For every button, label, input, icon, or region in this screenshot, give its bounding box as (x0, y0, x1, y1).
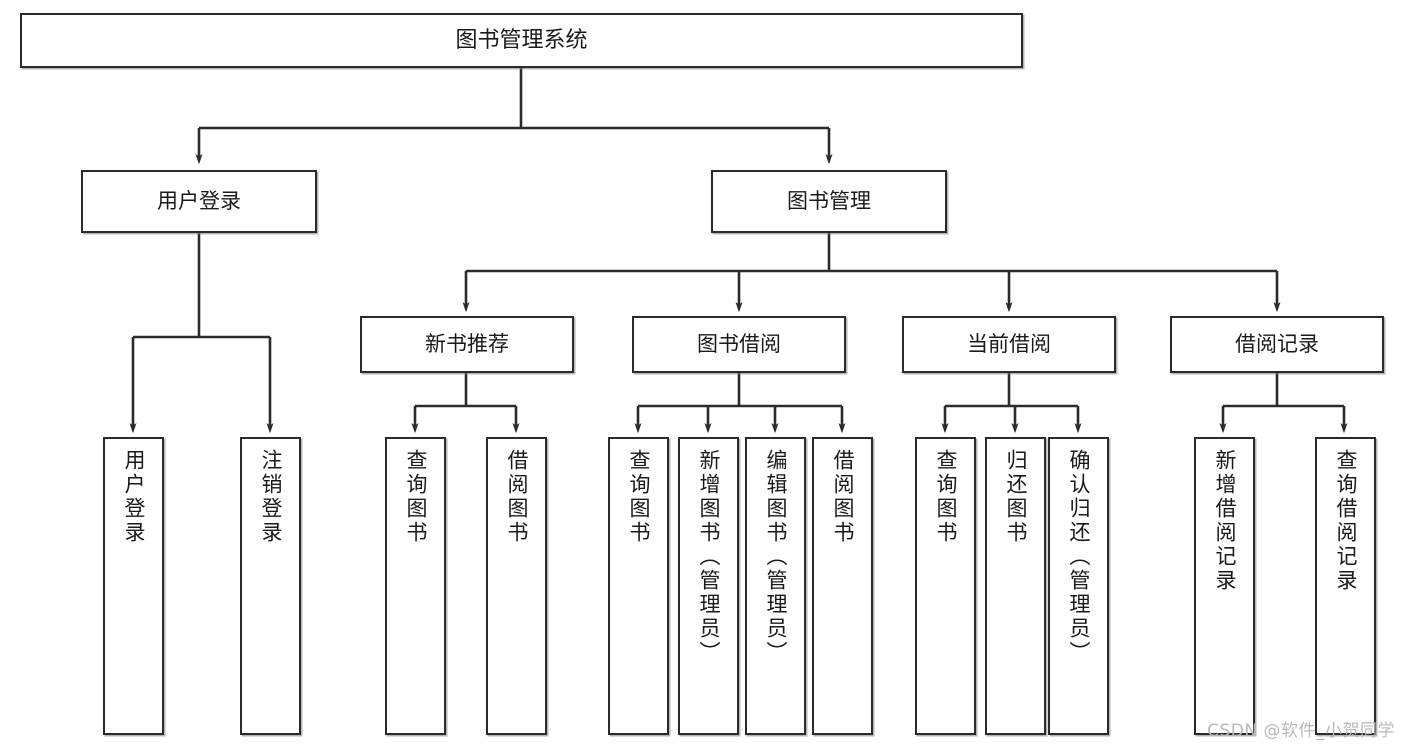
node-user-login[interactable]: 用户登录 (81, 170, 317, 233)
leaf-recommend-borrow-book[interactable]: 借阅图书 (486, 437, 547, 735)
node-label: 图书借阅 (697, 332, 781, 357)
node-label: 用户登录 (157, 189, 241, 214)
node-label: 归还图书 (1004, 449, 1028, 545)
node-label: 当前借阅 (967, 332, 1051, 357)
leaf-borrow-edit-book-admin[interactable]: 编辑图书（管理员） (745, 437, 806, 735)
node-current-borrow[interactable]: 当前借阅 (902, 316, 1116, 373)
leaf-user-login-signout[interactable]: 注销登录 (240, 437, 301, 735)
leaf-current-return-book[interactable]: 归还图书 (985, 437, 1046, 735)
leaf-borrow-borrow-book[interactable]: 借阅图书 (812, 437, 873, 735)
leaf-recommend-query-book[interactable]: 查询图书 (385, 437, 446, 735)
node-label: 注销登录 (259, 449, 283, 545)
node-new-book-recommend[interactable]: 新书推荐 (360, 316, 574, 373)
node-label: 确认归还（管理员） (1067, 449, 1091, 665)
node-borrow-record[interactable]: 借阅记录 (1170, 316, 1384, 373)
node-label: 查询图书 (404, 449, 428, 545)
node-label: 编辑图书（管理员） (764, 449, 788, 665)
node-label: 新书推荐 (425, 332, 509, 357)
leaf-current-confirm-return-admin[interactable]: 确认归还（管理员） (1048, 437, 1109, 735)
leaf-borrow-add-book-admin[interactable]: 新增图书（管理员） (678, 437, 739, 735)
node-label: 借阅记录 (1235, 332, 1319, 357)
node-label: 用户登录 (122, 449, 146, 545)
leaf-current-query-book[interactable]: 查询图书 (915, 437, 976, 735)
node-label: 查询图书 (627, 449, 651, 545)
leaf-borrow-query-book[interactable]: 查询图书 (608, 437, 669, 735)
node-label: 新增图书（管理员） (697, 449, 721, 665)
node-label: 借阅图书 (505, 449, 529, 545)
node-book-management[interactable]: 图书管理 (711, 170, 947, 233)
leaf-user-login-signin[interactable]: 用户登录 (103, 437, 164, 735)
leaf-record-add-record[interactable]: 新增借阅记录 (1194, 437, 1255, 735)
node-label: 查询借阅记录 (1334, 449, 1358, 593)
node-label: 图书管理系统 (455, 27, 588, 53)
leaf-record-query-record[interactable]: 查询借阅记录 (1315, 437, 1376, 735)
node-label: 新增借阅记录 (1213, 449, 1237, 593)
node-book-borrow[interactable]: 图书借阅 (632, 316, 846, 373)
node-label: 查询图书 (934, 449, 958, 545)
node-label: 图书管理 (787, 189, 871, 214)
node-label: 借阅图书 (831, 449, 855, 545)
node-root-system[interactable]: 图书管理系统 (20, 13, 1023, 68)
